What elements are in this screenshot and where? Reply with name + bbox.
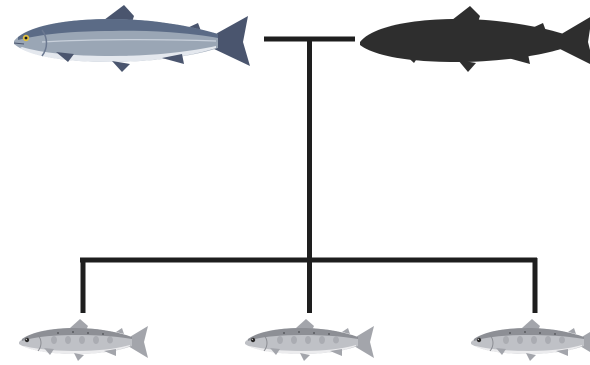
silhouette-pectoral-fin [402, 52, 420, 63]
salmon-pupil [24, 36, 28, 40]
pedigree-lines [80, 36, 538, 313]
silhouette-anal-fin [508, 54, 530, 64]
silhouette-dorsal-fin [452, 6, 480, 22]
salmon-anal-fin [162, 54, 184, 64]
offspring-2 [244, 318, 375, 362]
salmon-tail [212, 16, 250, 66]
salmon-lateral-line [41, 39, 217, 43]
salmon-mouth [13, 42, 25, 45]
silhouette-tail [558, 17, 590, 64]
salmon-pelvic-fin [112, 61, 130, 72]
salmon-pectoral-fin [56, 52, 74, 62]
offspring-1 [18, 318, 149, 362]
salmon-back [18, 19, 218, 40]
parent-salmon [13, 5, 250, 72]
silhouette-pelvic-fin [458, 60, 476, 72]
offspring-3 [470, 318, 590, 362]
silhouette-body [360, 19, 564, 62]
salmon-gill [41, 29, 48, 57]
salmon-dorsal-fin [104, 5, 134, 22]
parent-salmon-silhouette [360, 6, 590, 72]
